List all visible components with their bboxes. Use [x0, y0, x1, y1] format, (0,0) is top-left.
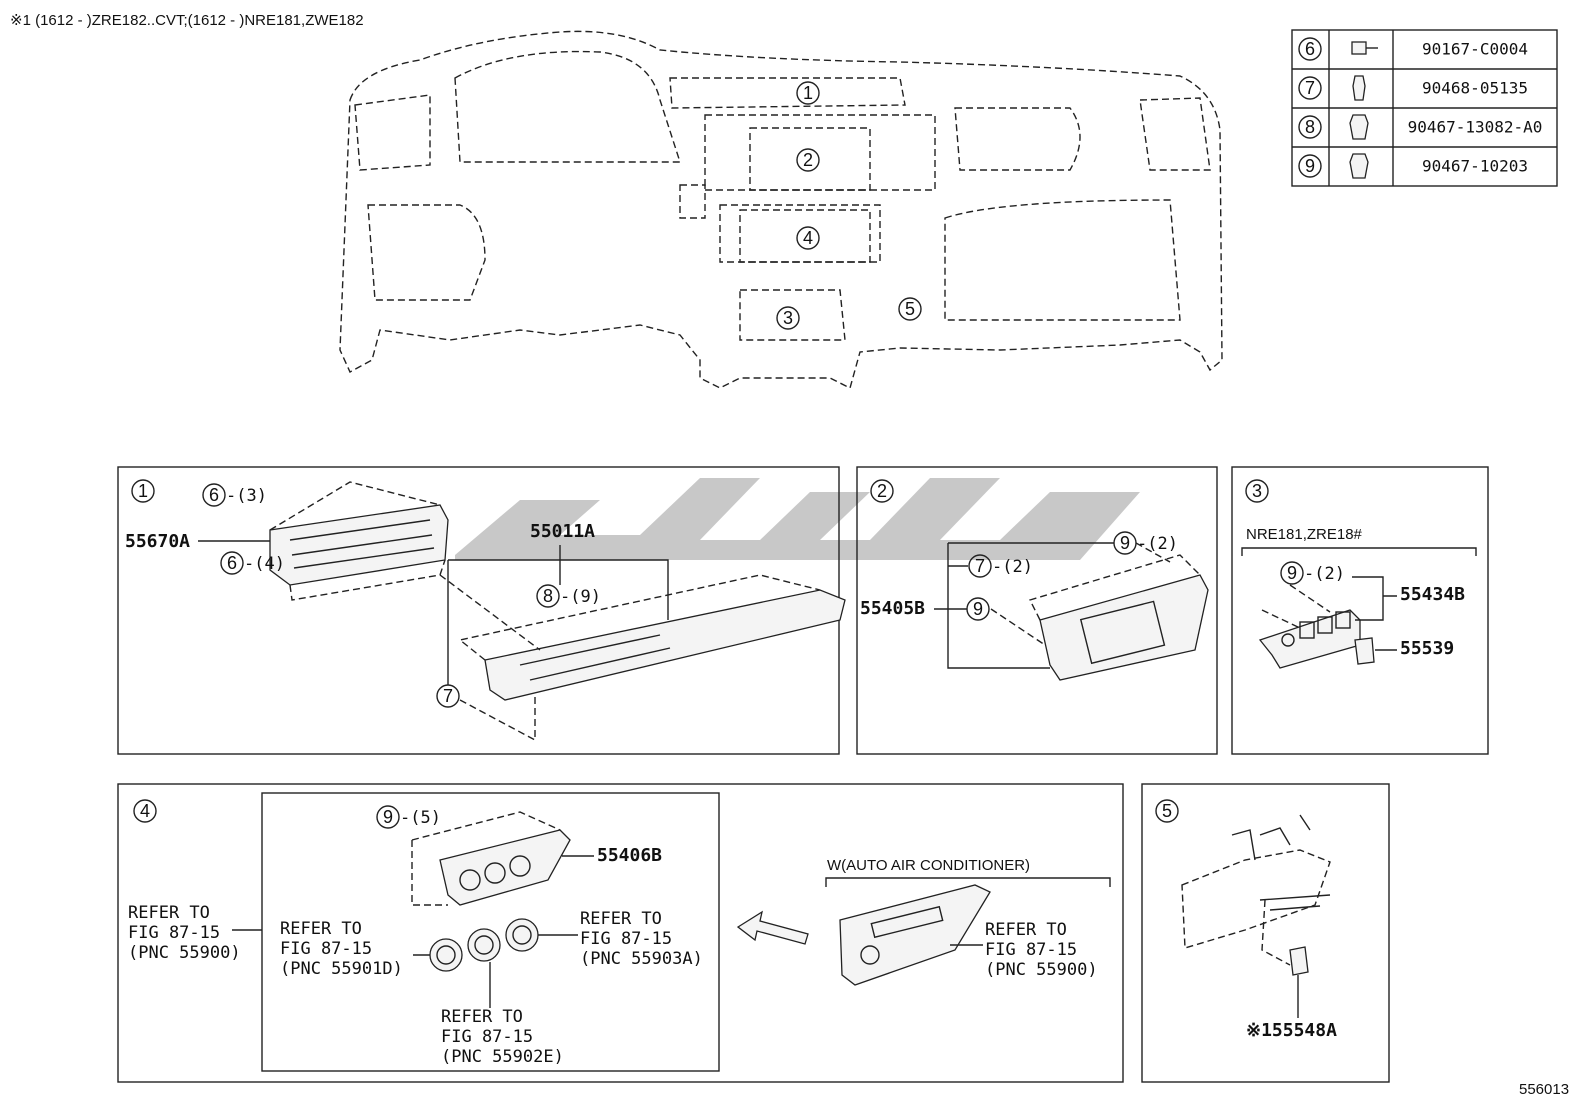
knob-part-2 [467, 928, 501, 962]
part-number-55548A: ※155548A [1246, 1020, 1337, 1041]
panel-4: 4 9 -(5) 55406B REFER TO FIG 87-15 (PNC … [117, 783, 1124, 1083]
knob-part-1 [429, 938, 463, 972]
refer-left: REFER TO FIG 87-15 (PNC 55900) [128, 903, 262, 963]
svg-text:(PNC 55902E): (PNC 55902E) [441, 1047, 564, 1067]
panel-5: 5 ※155548A [1141, 783, 1390, 1083]
table-ref: 9 [1305, 156, 1315, 176]
table-ref: 7 [1305, 78, 1315, 98]
svg-text:REFER TO: REFER TO [580, 909, 662, 929]
svg-text:-(9): -(9) [560, 587, 601, 607]
table-row: 6 90167-C0004 [1298, 37, 1528, 61]
svg-text:-(2): -(2) [1137, 534, 1178, 554]
refer-knob-1: REFER TO FIG 87-15 (PNC 55901D) [280, 919, 403, 979]
svg-text:FIG 87-15: FIG 87-15 [441, 1027, 533, 1047]
svg-text:(PNC 55900): (PNC 55900) [128, 943, 241, 963]
part-number-55011A: 55011A [530, 521, 595, 542]
overview-callout-1: 1 [803, 83, 813, 103]
auto-ac-label: W(AUTO AIR CONDITIONER) [827, 857, 1030, 874]
table-part-number: 90468-05135 [1422, 79, 1528, 98]
svg-text:-(4): -(4) [244, 554, 285, 574]
svg-text:-(3): -(3) [226, 486, 267, 506]
bolt-icon [1351, 41, 1378, 55]
svg-text:(PNC 55900): (PNC 55900) [985, 960, 1098, 980]
dashboard-overview: 1 2 3 4 5 [339, 30, 1223, 390]
svg-text:7: 7 [443, 686, 453, 706]
svg-text:FIG 87-15: FIG 87-15 [128, 923, 220, 943]
svg-text:FIG 87-15: FIG 87-15 [580, 929, 672, 949]
table-row: 7 90468-05135 [1298, 75, 1528, 101]
table-ref: 8 [1305, 117, 1315, 137]
svg-text:-(2): -(2) [1304, 564, 1345, 584]
overview-callout-2: 2 [803, 150, 813, 170]
overview-callout-3: 3 [783, 308, 793, 328]
svg-text:FIG 87-15: FIG 87-15 [280, 939, 372, 959]
condition-label: NRE181,ZRE18# [1246, 526, 1363, 543]
figure-id: 556013 [1519, 1081, 1569, 1098]
long-trim-part [484, 589, 846, 701]
knob-part-3 [505, 918, 539, 952]
overview-callout-5: 5 [905, 299, 915, 319]
table-part-number: 90167-C0004 [1422, 40, 1528, 59]
svg-text:6: 6 [209, 485, 219, 505]
clip-icon [1352, 75, 1366, 101]
refer-knob-2: REFER TO FIG 87-15 (PNC 55902E) [441, 1007, 564, 1067]
ac-control-panel-part [439, 829, 571, 906]
svg-text:9: 9 [383, 807, 393, 827]
svg-text:REFER TO: REFER TO [985, 920, 1067, 940]
applicability-note: ※1 (1612 - )ZRE182..CVT;(1612 - )NRE181,… [10, 12, 364, 29]
part-number-55406B: 55406B [597, 845, 662, 866]
panel-3: 3 NRE181,ZRE18# 9 -(2) 55434B 55539 [1231, 466, 1489, 755]
part-number-55670A: 55670A [125, 531, 190, 552]
switch-base-part [1258, 609, 1361, 669]
table-part-number: 90467-10203 [1422, 157, 1528, 176]
part-number-55405B: 55405B [860, 598, 925, 619]
part-number-55539: 55539 [1400, 638, 1454, 659]
svg-text:-(5): -(5) [400, 808, 441, 828]
svg-text:9: 9 [1120, 533, 1130, 553]
svg-text:REFER TO: REFER TO [280, 919, 362, 939]
overview-callout-4: 4 [803, 228, 813, 248]
table-row: 8 90467-13082-A0 [1298, 114, 1543, 140]
svg-text:9: 9 [1287, 563, 1297, 583]
svg-text:-(2): -(2) [992, 557, 1033, 577]
svg-text:8: 8 [543, 586, 553, 606]
panel-4-id: 4 [140, 801, 150, 821]
svg-text:7: 7 [975, 556, 985, 576]
panel-2: 2 9 -(2) 7 -(2) 9 55405B [856, 466, 1218, 755]
svg-text:(PNC 55901D): (PNC 55901D) [280, 959, 403, 979]
svg-text:6: 6 [227, 553, 237, 573]
part-number-55434B: 55434B [1400, 584, 1465, 605]
svg-text:9: 9 [973, 599, 983, 619]
panel-2-id: 2 [877, 481, 887, 501]
auto-ac-panel-part [839, 884, 991, 986]
svg-text:(PNC 55903A): (PNC 55903A) [580, 949, 703, 969]
switch-cover-part [1354, 637, 1375, 665]
panel-1-id: 1 [138, 481, 148, 501]
clip-icon [1349, 114, 1369, 140]
panel-3-id: 3 [1252, 481, 1262, 501]
table-ref: 6 [1305, 39, 1315, 59]
panel-5-id: 5 [1162, 801, 1172, 821]
table-row: 9 90467-10203 [1298, 153, 1528, 179]
svg-text:REFER TO: REFER TO [128, 903, 210, 923]
connector-part [1289, 946, 1309, 976]
svg-text:FIG 87-15: FIG 87-15 [985, 940, 1077, 960]
panel-1: 1 6 -(3) 6 -(4) 55670A 55011A 8 -(9) 7 [117, 466, 846, 755]
clip-icon [1349, 153, 1369, 179]
refer-knob-3: REFER TO FIG 87-15 (PNC 55903A) [580, 909, 703, 969]
table-part-number: 90467-13082-A0 [1408, 118, 1543, 137]
svg-text:REFER TO: REFER TO [441, 1007, 523, 1027]
fastener-table: 6 90167-C0004 7 90468-05135 8 90467-1308… [1291, 29, 1558, 187]
watermark-logo [455, 478, 1140, 560]
navigation-bezel-part [1039, 574, 1209, 681]
arrow-left-icon [736, 910, 809, 945]
